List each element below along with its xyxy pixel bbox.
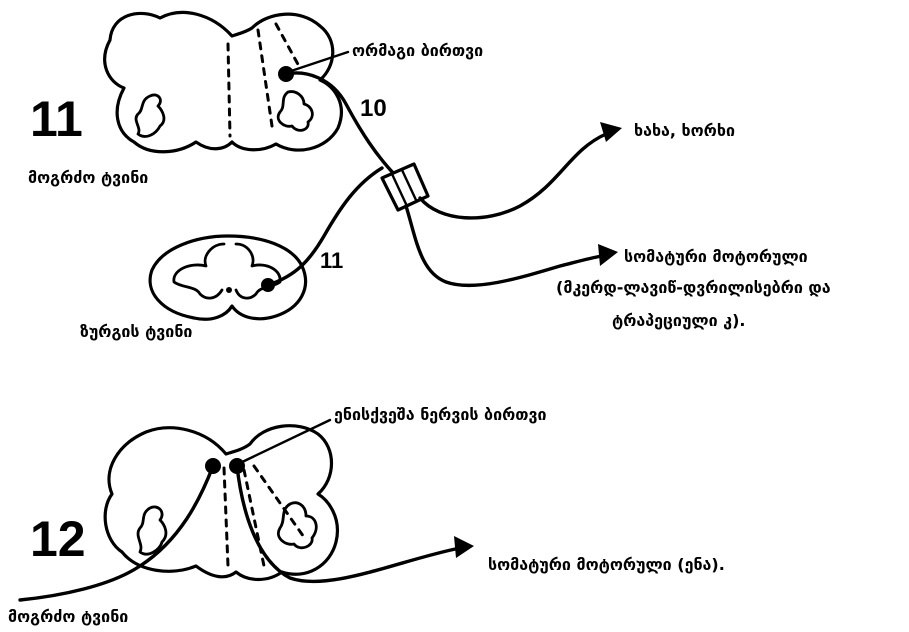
somatic-branch-upper xyxy=(404,204,604,288)
somatic-arrowhead-lower xyxy=(454,536,474,558)
accessory-nerve-fiber xyxy=(266,166,384,287)
somatic-label-upper-line3: ტრაპეციული კ). xyxy=(612,311,745,330)
vagus-nerve-fiber xyxy=(284,71,400,180)
pharynx-branch xyxy=(418,132,608,220)
medulla-section-lower xyxy=(103,424,339,582)
spinal-cord-label: ზურგის ტვინი xyxy=(80,322,192,341)
midline-dash-upper xyxy=(226,42,232,138)
medulla-label-upper: მოგრძო ტვინი xyxy=(28,168,148,187)
pharynx-arrowhead xyxy=(600,122,622,142)
medulla-number-upper: 11 xyxy=(30,91,83,147)
tract-dash-lower-2 xyxy=(252,464,308,542)
medulla-outline-lower xyxy=(103,424,339,582)
somatic-label-upper-line1: სომატური მოტორული xyxy=(624,247,808,266)
olive-left-lower xyxy=(136,505,168,556)
hypoglossal-nucleus-label: ენისქვეშა ნერვის ბირთვი xyxy=(334,405,547,424)
olive-right-upper xyxy=(276,90,314,132)
olive-left-upper xyxy=(134,93,166,138)
fiber-number-10: 10 xyxy=(360,95,387,122)
somatic-label-upper-line2: (მკერდ-ლავიწ-დვრილისებრი და xyxy=(556,278,831,297)
somatic-label-lower: სომატური მოტორული (ენა). xyxy=(488,555,725,574)
spinal-central-canal xyxy=(226,287,232,293)
nerve-junction xyxy=(380,162,430,212)
midline-dash-lower xyxy=(222,466,230,568)
tract-dash-upper-1 xyxy=(256,28,274,128)
nucleus-pointer-lower xyxy=(236,418,332,466)
junction-stripe-1 xyxy=(390,172,408,206)
nucleus-ambiguus-label: ორმაგი ბირთვი xyxy=(352,41,483,60)
nucleus-pointer-upper xyxy=(286,50,350,74)
somatic-arrowhead-upper xyxy=(598,244,618,266)
medulla-section-upper xyxy=(103,10,343,154)
pharynx-larynx-label: ხახა, ხორხი xyxy=(634,121,735,140)
junction-stripe-2 xyxy=(400,168,418,202)
tract-dash-upper-2 xyxy=(274,22,302,70)
hypoglossal-fiber-left xyxy=(18,464,215,602)
spinal-gray-left xyxy=(172,242,226,300)
medulla-label-lower: მოგრძო ტვინი xyxy=(8,607,128,626)
hypoglossal-fiber-right xyxy=(235,464,462,584)
olive-right-lower xyxy=(277,501,318,550)
medulla-number-lower: 12 xyxy=(30,511,86,567)
fiber-number-11: 11 xyxy=(320,248,343,273)
